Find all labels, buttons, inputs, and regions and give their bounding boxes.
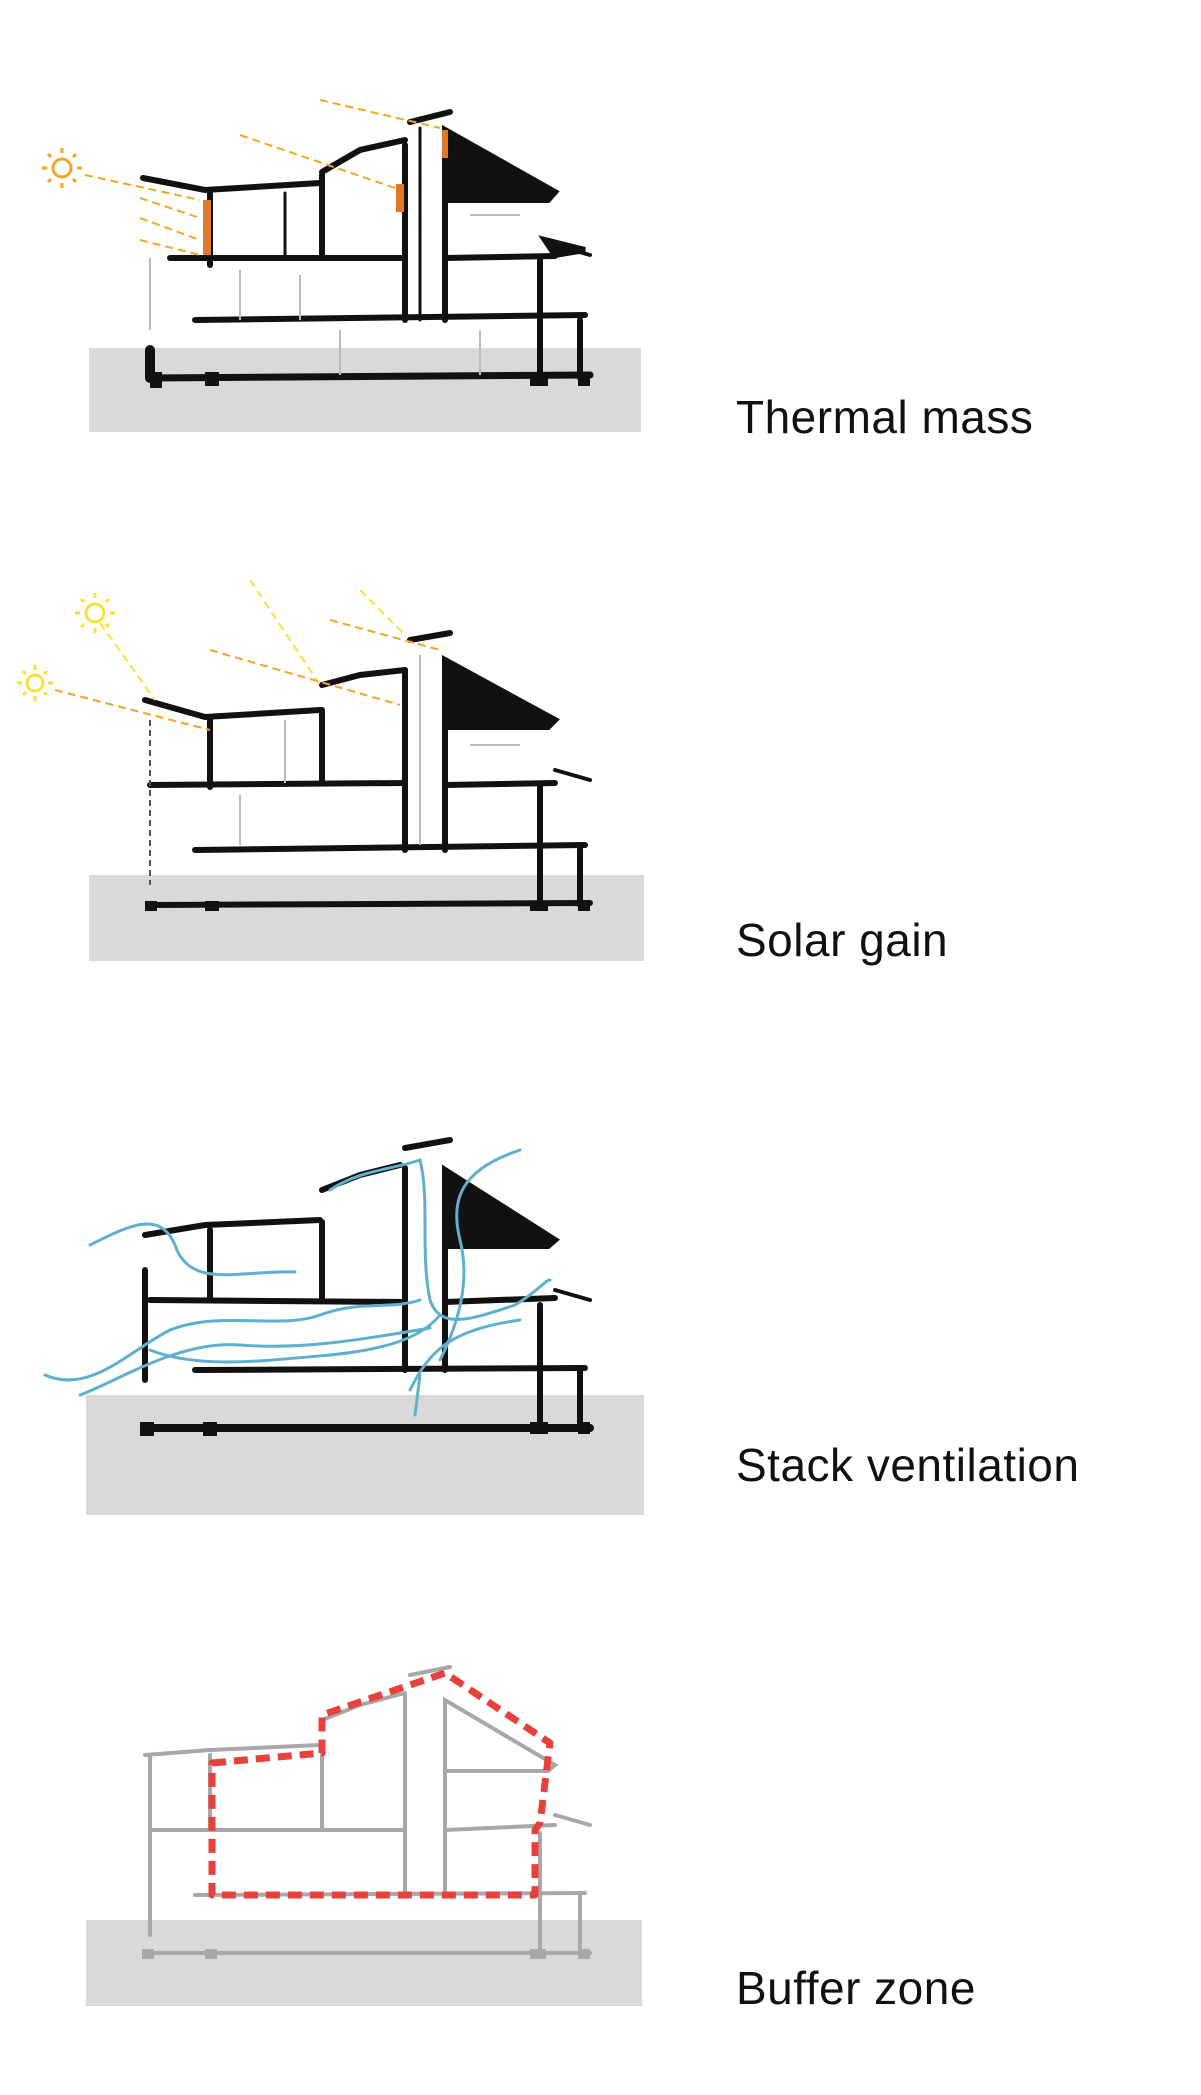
interior-lines: [149, 214, 520, 375]
foundation-footings: [142, 1949, 590, 1959]
sun-icon: [17, 665, 53, 701]
ground: [89, 348, 641, 432]
solar-gain-section-diagram: [17, 579, 644, 961]
panel-stack-ventilation: Stack ventilation: [0, 1050, 1201, 1570]
stack-ventilation-section-diagram: [43, 1137, 644, 1515]
solar-ray-icon: [84, 99, 441, 256]
ground: [89, 875, 644, 961]
panel-solar-gain: Solar gain: [0, 525, 1201, 1045]
thermal-mass-walls: [203, 130, 448, 255]
buffer-zone-section-diagram: [86, 1665, 642, 2006]
building-section: [143, 1665, 592, 1955]
sun-icon: [42, 148, 82, 188]
foundation-footings: [140, 1422, 590, 1436]
airflow-arrow-icon: [43, 1148, 552, 1417]
ground: [86, 1920, 642, 2006]
panel-thermal-mass: Thermal mass: [0, 0, 1201, 520]
building-section: [142, 1137, 594, 1432]
panel-caption: Solar gain: [736, 914, 949, 966]
panel-buffer-zone: Buffer zone: [0, 1575, 1201, 2095]
interior-lines: [149, 655, 520, 885]
ground: [86, 1395, 644, 1515]
thermal-mass-section-diagram: [42, 99, 641, 432]
buffer-zone-boundary: [208, 1669, 554, 1899]
panel-caption: Buffer zone: [736, 1962, 976, 2014]
solar-ray-icon: [54, 579, 441, 731]
panel-caption: Stack ventilation: [736, 1439, 1080, 1491]
foundation-footings: [150, 372, 590, 388]
panel-caption: Thermal mass: [736, 391, 1034, 443]
building-section: [142, 630, 593, 908]
sun-icon: [75, 593, 115, 633]
foundation-footings: [145, 901, 590, 911]
